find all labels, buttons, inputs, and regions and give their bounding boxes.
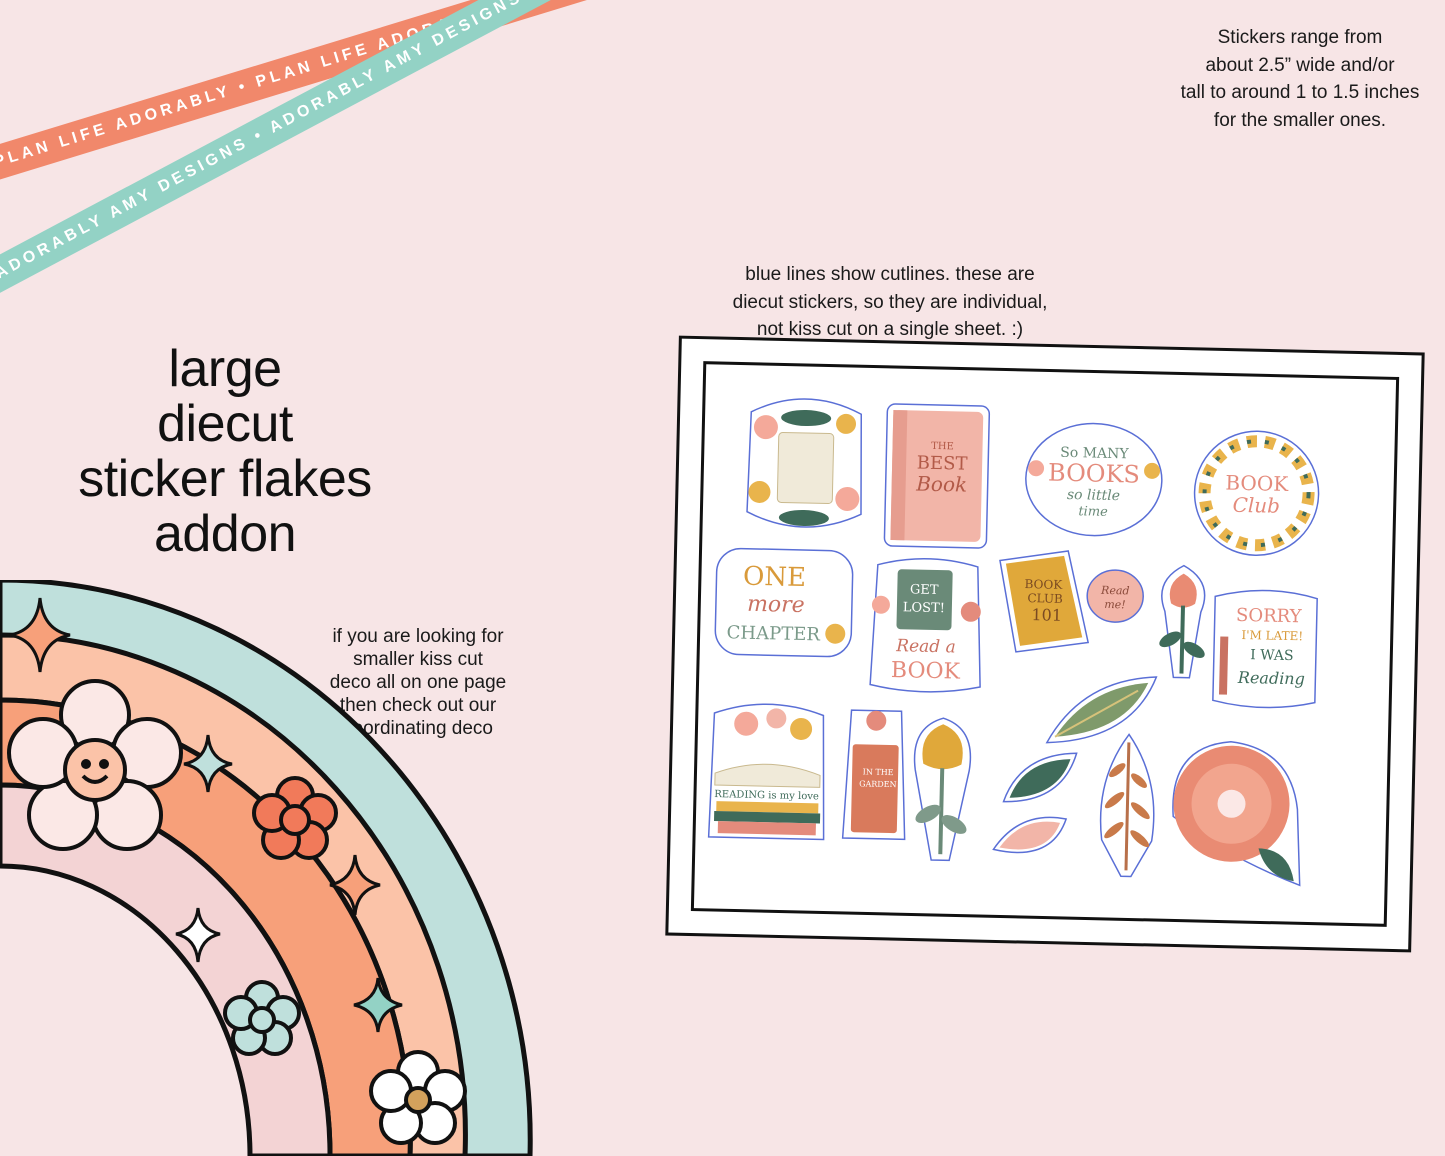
best-book-text: BEST [917,453,968,475]
garden-book-text: IN THE [863,767,894,777]
garden-book-text: GARDEN [859,779,897,789]
best-book-text: THE [931,441,954,453]
best-book-sticker: THE BEST Book [880,400,993,552]
book-club-wreath-sticker: BOOK Club [1190,427,1323,560]
orange-flower-icon [252,776,338,860]
book-club-101-text: 101 [1031,605,1062,625]
get-lost-read-a-book-sticker: GET LOST! Read a BOOK [865,554,988,697]
orange-bloom-sticker [1168,736,1306,889]
sorry-late-text: I WAS [1250,647,1294,664]
kiss-note-line: smaller kiss cut [353,649,483,670]
cutline-note-line: blue lines show cutlines. these are [745,264,1035,285]
cutline-note: blue lines show cutlines. these are diec… [700,261,1080,344]
read-me-text: Read [1100,584,1130,598]
read-me-text: me! [1104,598,1126,611]
get-lost-text: LOST! [903,600,945,616]
so-many-books-text: So MANY [1060,445,1130,463]
tulip-sticker [1149,561,1216,682]
smiley-flower-icon [7,679,183,851]
green-leaf-sticker [999,748,1080,810]
book-club-101-text: CLUB [1027,591,1063,606]
one-more-chapter-text: CHAPTER [726,622,820,645]
best-book-text: Book [915,472,967,497]
read-a-book-text: Read a [895,636,956,657]
size-note-line: tall to around 1 to 1.5 inches [1180,82,1420,103]
reading-love-stack-sticker: READING is my love [703,693,831,846]
so-many-books-sticker: So MANY BOOKS so little time [1022,418,1165,541]
floral-book-sticker [739,392,872,535]
reading-love-text: READING is my love [714,789,819,802]
kiss-note-line: coordinating deco [343,718,493,739]
sorry-late-text: SORRY [1236,605,1303,628]
daisy-flower-icon [369,1050,467,1145]
rainbow-illustration [0,580,533,1156]
book-club-text: Club [1232,493,1280,518]
size-note-line: Stickers range from [1217,27,1383,48]
size-note-line: for the smaller ones. [1213,109,1387,131]
one-more-chapter-sticker: ONE more CHAPTER [713,546,855,659]
kiss-cut-note: if you are looking for smaller kiss cut … [298,625,538,740]
so-many-books-text: so little [1067,487,1120,504]
so-many-books-text: BOOKS [1048,459,1140,489]
book-club-101-text: BOOK [1024,577,1063,592]
kiss-note-line: then check out our [339,695,497,716]
fern-sprig-sticker [1091,730,1164,882]
sticker-sheet: THE BEST Book So MANY BOOKS so little ti… [692,391,1353,906]
pink-leaf-sticker [989,809,1070,866]
kiss-note-line: if you are looking for [332,626,504,647]
get-lost-text: GET [910,582,939,598]
cutline-note-line: not kiss cut on a single sheet. :) [756,319,1024,340]
leaf-sprig-sticker [1041,668,1163,751]
teal-flower-icon [223,980,301,1056]
sorry-late-text: Reading [1237,668,1305,689]
one-more-chapter-text: more [747,592,805,618]
headline-line: diecut [157,395,293,453]
brand-ribbons: PLAN LIFE ADORABLY • PLAN LIFE ADORABLY … [0,0,700,300]
headline-line: addon [153,505,297,563]
book-club-101-sticker: BOOK CLUB 101 Read me! [996,545,1148,658]
cutline-note-line: diecut stickers, so they are individual, [732,291,1048,313]
book-club-text: BOOK [1225,471,1289,496]
size-note-line: about 2.5” wide and/or [1205,54,1395,76]
garden-book-sticker: IN THE GARDEN [839,704,912,846]
so-many-books-text: time [1078,504,1108,520]
kiss-note-line: deco all on one page [329,672,507,693]
headline-line: sticker flakes [78,450,372,508]
yellow-flower-sticker [905,713,978,865]
sparkle-icon [9,597,403,1033]
sorry-late-sticker: SORRY I'M LATE! I WAS Reading [1209,580,1322,712]
sorry-late-text: I'M LATE! [1241,628,1303,643]
product-headline: large diecut sticker flakes addon [40,342,410,562]
one-more-chapter-text: ONE [743,562,807,593]
headline-line: large [168,340,282,398]
sticker-size-note: Stickers range from about 2.5” wide and/… [1160,24,1440,134]
read-a-book-text: BOOK [891,658,961,685]
